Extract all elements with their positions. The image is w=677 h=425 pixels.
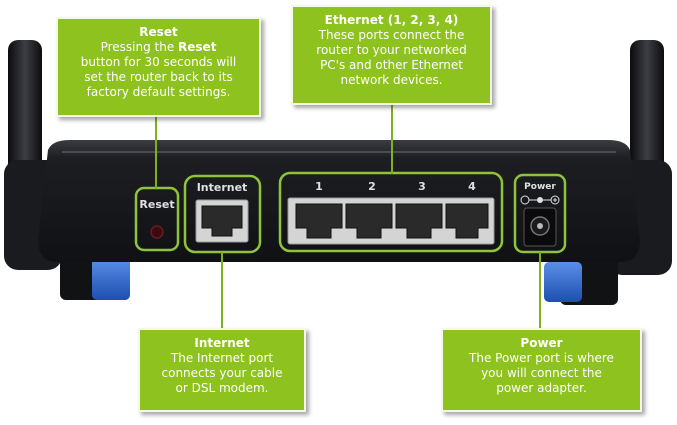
reset-callout-text: button for 30 seconds will [80, 55, 237, 69]
power-callout-title: Power [520, 336, 563, 350]
internet-callout: Internet The Internet port connects your… [138, 328, 306, 412]
reset-callout-text: factory default settings. [86, 85, 231, 99]
internet-port[interactable] [195, 199, 249, 243]
internet-leader-line [221, 252, 223, 328]
internet-area: Internet [183, 174, 262, 254]
reset-label: Reset [139, 198, 174, 211]
ethernet-port-4[interactable] [445, 203, 489, 239]
reset-button[interactable] [150, 225, 164, 239]
power-callout-text: power adapter. [496, 381, 587, 395]
reset-callout-text: set the router back to its [84, 70, 233, 84]
reset-callout-emphasis: Reset [178, 40, 217, 54]
ethernet-callout-text: router to your networked [316, 43, 467, 57]
ethernet-callout-text: network devices. [340, 73, 443, 87]
ethernet-port-2[interactable] [345, 203, 393, 239]
internet-label: Internet [197, 181, 248, 194]
internet-callout-title: Internet [194, 336, 250, 350]
ethernet-leader-line [391, 105, 393, 174]
power-callout-text: you will connect the [481, 366, 602, 380]
reset-leader-line [155, 117, 157, 189]
power-port[interactable] [523, 207, 557, 247]
power-leader-line [539, 252, 541, 328]
ethernet-area: 1 2 3 4 [278, 171, 504, 253]
power-label: Power [524, 182, 556, 192]
ethernet-port-3[interactable] [395, 203, 443, 239]
power-callout-text: The Power port is where [469, 351, 614, 365]
ethernet-callout-text: These ports connect the [318, 28, 465, 42]
ethernet-port-number: 1 [315, 180, 323, 193]
ethernet-port-number: 3 [418, 180, 426, 193]
ethernet-port-1[interactable] [295, 203, 343, 239]
internet-callout-text: connects your cable [161, 366, 283, 380]
reset-callout-title: Reset [139, 25, 178, 39]
ethernet-callout-title: Ethernet (1, 2, 3, 4) [324, 13, 459, 27]
reset-callout: Reset Pressing the Reset button for 30 s… [56, 17, 261, 117]
ethernet-callout-text: PC's and other Ethernet [320, 58, 463, 72]
reset-area: Reset [134, 186, 180, 252]
ethernet-callout: Ethernet (1, 2, 3, 4) These ports connec… [291, 5, 492, 105]
polarity-icon [520, 195, 560, 205]
ethernet-port-number: 4 [468, 180, 476, 193]
power-callout: Power The Power port is where you will c… [441, 328, 642, 412]
ethernet-port-number: 2 [368, 180, 376, 193]
reset-callout-text: Pressing the [100, 40, 179, 54]
internet-callout-text: The Internet port [170, 351, 274, 365]
internet-callout-text: or DSL modem. [175, 381, 269, 395]
